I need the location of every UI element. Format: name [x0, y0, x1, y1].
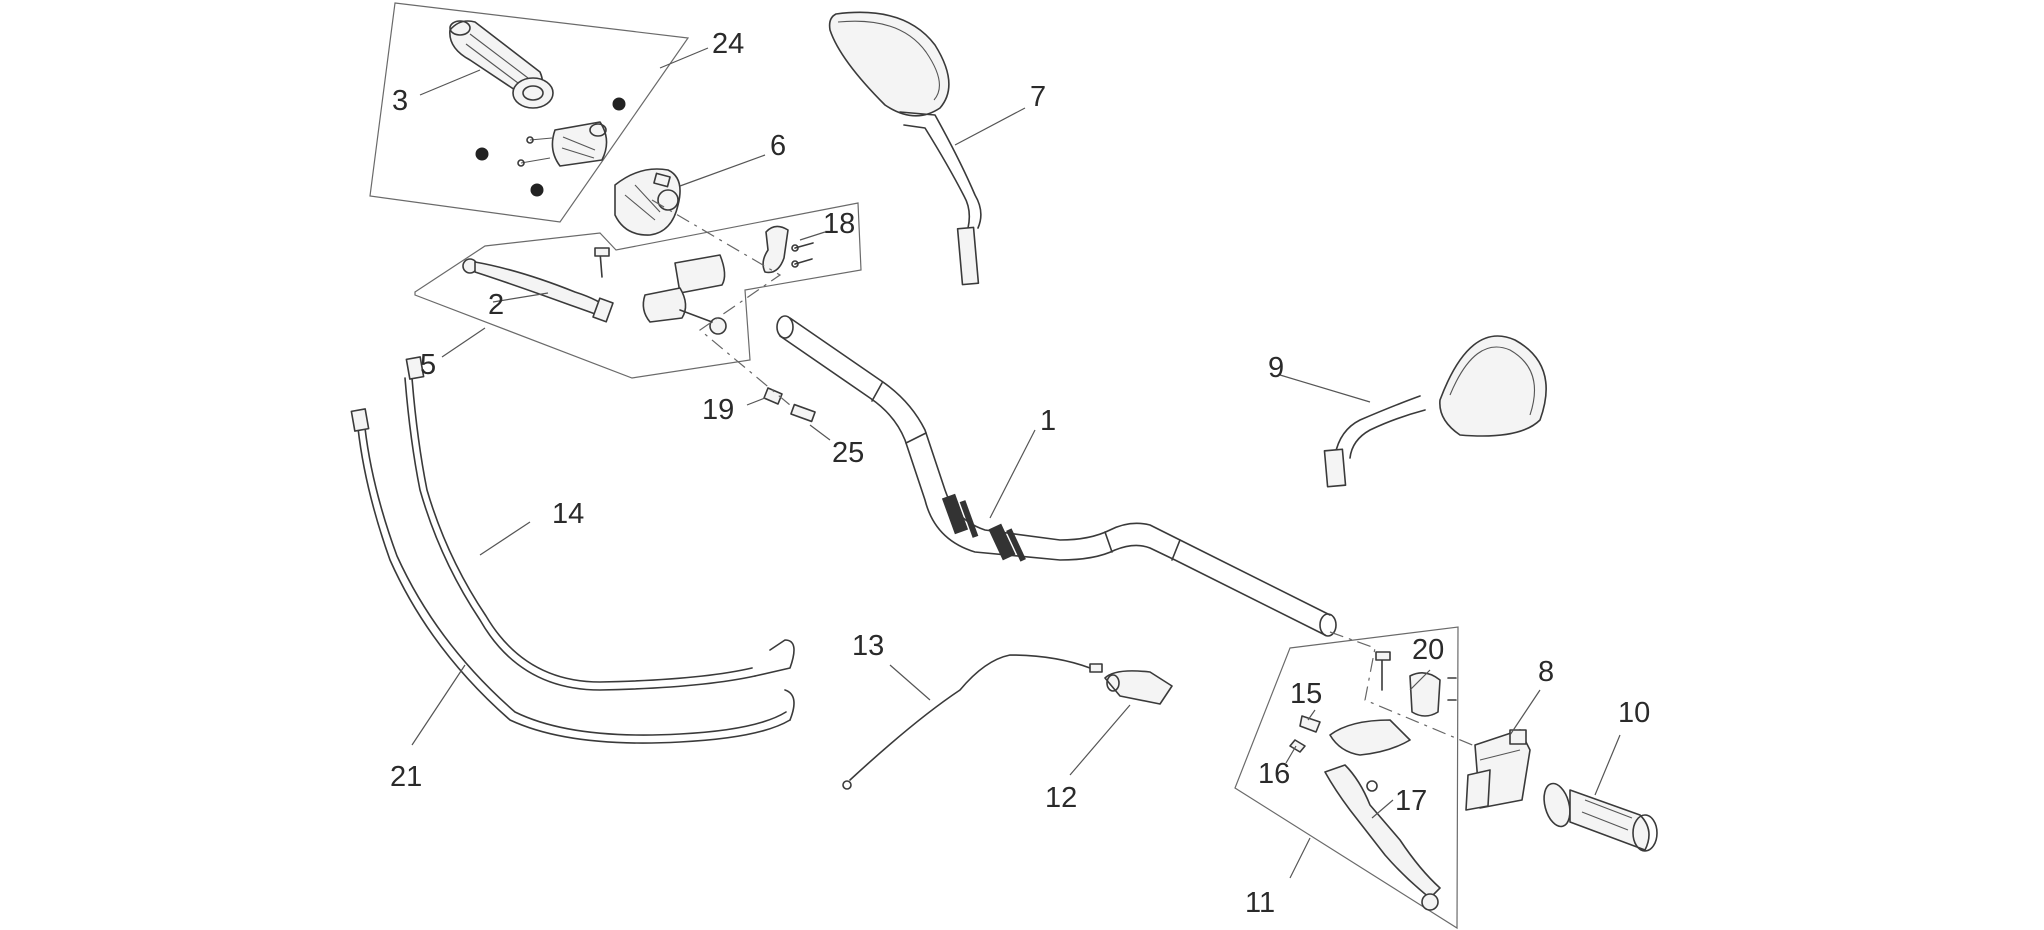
callout-5: 5 — [420, 349, 436, 381]
throttle-cable — [350, 408, 795, 744]
callout-12: 12 — [1045, 782, 1077, 814]
group-outline-clutch — [1234, 626, 1459, 930]
group-outline-throttle — [369, 2, 690, 223]
callout-13: 13 — [852, 630, 884, 662]
brake-master-cylinder — [594, 247, 727, 335]
callout-8: 8 — [1538, 656, 1554, 688]
callout-10: 10 — [1618, 697, 1650, 729]
assembly-axis-line — [1329, 631, 1521, 766]
clutch-cable — [404, 356, 795, 691]
callout-9: 9 — [1268, 352, 1284, 384]
callout-6: 6 — [770, 130, 786, 162]
callout-1: 1 — [1040, 405, 1056, 437]
handlebar — [776, 315, 1337, 637]
group-outline-brake-master — [414, 202, 862, 379]
throttle-grip — [449, 20, 554, 109]
callout-16: 16 — [1258, 758, 1290, 790]
screw-head-icon — [612, 97, 626, 111]
callout-21: 21 — [390, 761, 422, 793]
callout-24: 24 — [712, 28, 744, 60]
brake-lever — [462, 258, 614, 323]
callout-18: 18 — [823, 208, 855, 240]
handlebar-knurl-band — [941, 493, 1026, 562]
callout-19: 19 — [702, 394, 734, 426]
callout-20: 20 — [1412, 634, 1444, 666]
screw-head-icon — [475, 147, 489, 161]
left-switch-housing — [614, 168, 681, 236]
callout-14: 14 — [552, 498, 584, 530]
choke-lever — [1104, 670, 1173, 705]
choke-cable — [842, 654, 1103, 790]
callout-25: 25 — [832, 437, 864, 469]
callout-2: 2 — [488, 289, 504, 321]
fitting-pins — [763, 387, 816, 423]
callout-labels: 1 2 3 5 6 7 8 9 10 11 12 13 14 15 16 17 … — [390, 28, 1650, 919]
callout-3: 3 — [392, 85, 408, 117]
clutch-lever-assembly — [1289, 651, 1457, 911]
assembly-axis-line — [651, 199, 791, 406]
leader-lines — [411, 47, 1621, 879]
throttle-housing — [475, 97, 626, 197]
callout-11: 11 — [1245, 887, 1275, 919]
callout-7: 7 — [1030, 81, 1046, 113]
right-mirror — [1323, 335, 1547, 488]
right-switch-housing — [1465, 729, 1531, 811]
callout-15: 15 — [1290, 678, 1322, 710]
left-mirror — [828, 11, 982, 286]
mirror-clamp — [762, 225, 814, 274]
left-grip — [1543, 782, 1658, 852]
screw-head-icon — [530, 183, 544, 197]
callout-17: 17 — [1395, 785, 1427, 817]
